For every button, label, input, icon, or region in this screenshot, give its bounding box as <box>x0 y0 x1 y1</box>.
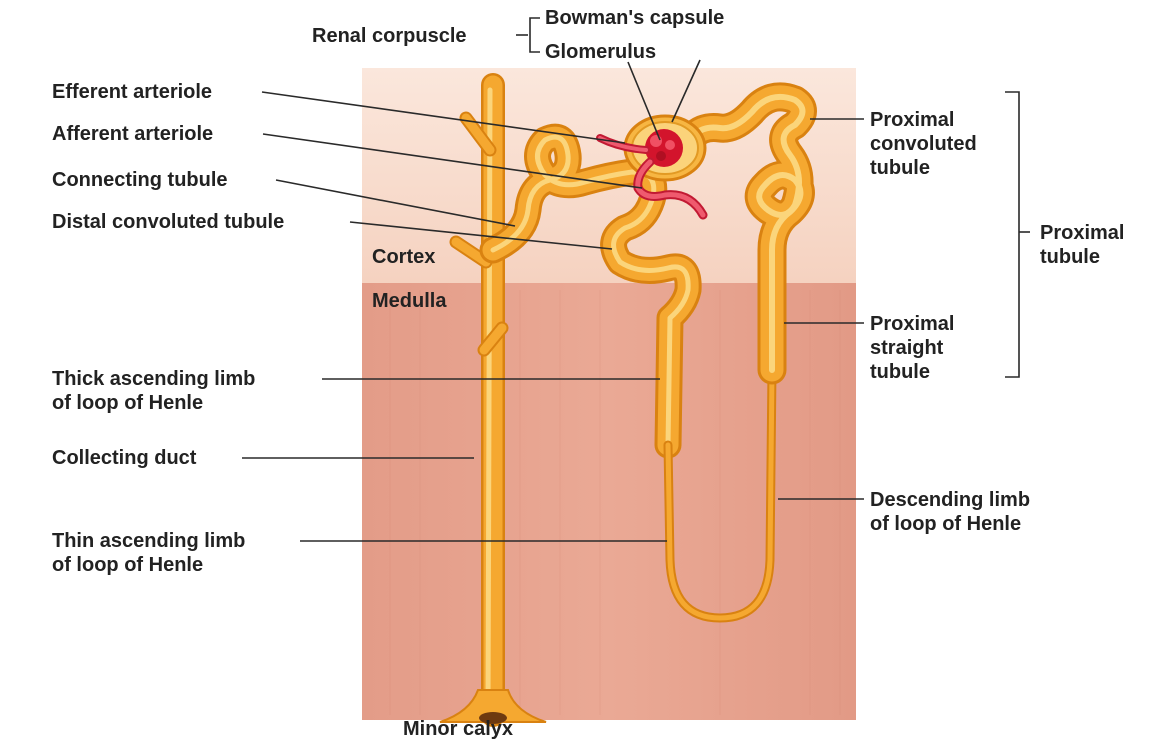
label-bowmans-capsule: Bowman's capsule <box>545 7 724 29</box>
label-thick-ascending-limb-1: Thick ascending limb <box>52 368 255 390</box>
label-proximal-convoluted-3: tubule <box>870 157 930 179</box>
label-medulla: Medulla <box>372 290 447 312</box>
label-efferent-arteriole: Efferent arteriole <box>52 81 212 103</box>
label-proximal-convoluted-1: Proximal <box>870 109 954 131</box>
label-afferent-arteriole: Afferent arteriole <box>52 123 213 145</box>
label-proximal-tubule-1: Proximal <box>1040 222 1124 244</box>
label-proximal-straight-2: straight <box>870 337 944 359</box>
label-glomerulus: Glomerulus <box>545 41 656 63</box>
label-distal-convoluted-tubule: Distal convoluted tubule <box>52 211 284 233</box>
label-connecting-tubule: Connecting tubule <box>52 169 228 191</box>
label-proximal-straight-1: Proximal <box>870 313 954 335</box>
label-proximal-convoluted-2: convoluted <box>870 133 977 155</box>
label-descending-limb-2: of loop of Henle <box>870 513 1021 535</box>
label-proximal-straight-3: tubule <box>870 361 930 383</box>
label-thin-ascending-limb-2: of loop of Henle <box>52 554 203 576</box>
label-collecting-duct: Collecting duct <box>52 447 197 469</box>
label-renal-corpuscle: Renal corpuscle <box>312 25 467 47</box>
label-proximal-tubule-2: tubule <box>1040 246 1100 268</box>
label-cortex: Cortex <box>372 246 435 268</box>
label-descending-limb-1: Descending limb <box>870 489 1030 511</box>
label-thin-ascending-limb-1: Thin ascending limb <box>52 530 245 552</box>
label-minor-calyx: Minor calyx <box>403 718 513 740</box>
label-thick-ascending-limb-2: of loop of Henle <box>52 392 203 414</box>
